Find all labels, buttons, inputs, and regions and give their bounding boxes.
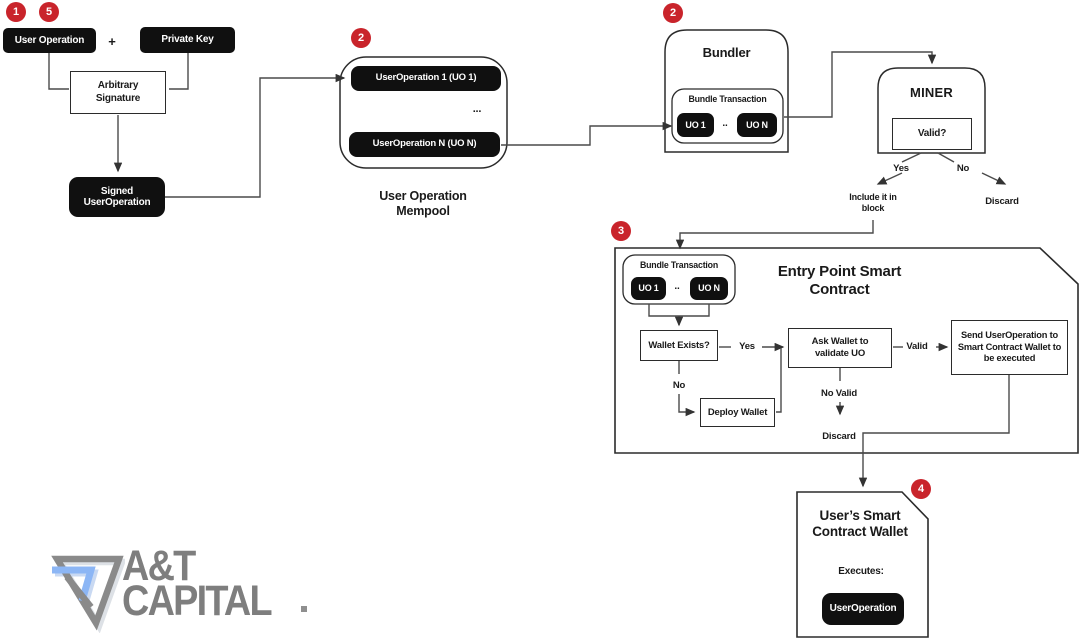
wallet-title: User’s Smart Contract Wallet — [803, 504, 917, 544]
logo-line1: A&T — [122, 542, 196, 590]
ask-wallet-text: Ask Wallet to validate UO — [811, 336, 869, 359]
entry-uoN-box: UO N — [690, 277, 728, 300]
step-badge-3: 3 — [611, 221, 631, 241]
bundler-bundle-label: Bundle Transaction — [688, 93, 767, 104]
arrow-signed-to-mempool — [165, 73, 346, 198]
entry-yes-label: Yes — [739, 340, 755, 352]
arrow-include-to-entry — [675, 220, 874, 250]
wallet-executes-label: Executes: — [838, 565, 884, 577]
wallet-exists-box: Wallet Exists? — [640, 330, 718, 361]
arrow-bundler-to-miner — [784, 51, 937, 118]
bundler-uoN-box: UO N — [737, 113, 777, 137]
edge-privatekey-to-signature — [169, 53, 189, 90]
bundler-title: Bundler — [702, 44, 751, 60]
send-userop-box: Send UserOperation to Smart Contract Wal… — [951, 320, 1068, 375]
ask-wallet-box: Ask Wallet to validate UO — [788, 328, 892, 368]
entry-no-label: No — [672, 379, 686, 391]
wallet-title-text: User’s Smart Contract Wallet — [812, 507, 908, 539]
mempool-dots: ... — [472, 103, 482, 116]
user-operation-box: User Operation — [3, 28, 96, 53]
entry-uo1-box: UO 1 — [631, 277, 666, 300]
arbitrary-signature-box: Arbitrary Signature — [70, 71, 166, 114]
include-in-block-label: Include it in block — [842, 188, 904, 218]
arrow-send-to-wallet — [858, 375, 1010, 488]
entry-discard-label: Discard — [822, 430, 856, 442]
arrow-yes-include — [876, 172, 903, 185]
entry-dots: .. — [674, 281, 680, 292]
step-badge-2-mempool: 2 — [351, 28, 371, 48]
mempool-label-text: User Operation Mempool — [379, 189, 467, 218]
split-left — [901, 152, 922, 163]
entry-point-title: Entry Point Smart Contract — [777, 263, 902, 298]
split-right — [937, 152, 955, 163]
step-badge-5: 5 — [39, 2, 59, 22]
edge-deploy-join — [776, 348, 782, 413]
signed-userop-box: Signed UserOperation — [69, 177, 165, 217]
step-badge-2-bundler: 2 — [663, 3, 683, 23]
arrow-mempool-to-bundler — [501, 121, 673, 146]
miner-yes-label: Yes — [893, 162, 909, 174]
step-badge-1: 1 — [6, 2, 26, 22]
mempool-uo1-box: UserOperation 1 (UO 1) — [351, 66, 501, 91]
miner-valid-box: Valid? — [892, 118, 972, 150]
deploy-wallet-box: Deploy Wallet — [700, 398, 775, 427]
arrow-no-to-deploy — [678, 394, 696, 417]
entry-valid-label: Valid — [906, 340, 928, 352]
signed-userop-label: Signed UserOperation — [83, 185, 151, 209]
mempool-label: User Operation Mempool — [368, 184, 478, 224]
miner-discard-label: Discard — [985, 195, 1019, 207]
logo-wordmark: A&T CAPITAL — [122, 542, 273, 626]
miner-no-label: No — [956, 162, 970, 174]
arrow-no-discard — [981, 172, 1007, 185]
no-valid-label: No Valid — [821, 387, 857, 399]
miner-title: MINER — [910, 85, 953, 101]
triangle-logo-icon — [51, 555, 125, 633]
plus-sign: + — [108, 34, 116, 50]
mempool-uoN-box: UserOperation N (UO N) — [349, 132, 500, 157]
bundler-uo1-box: UO 1 — [677, 113, 714, 137]
step-badge-4: 4 — [911, 479, 931, 499]
bundler-dots: .. — [722, 118, 728, 129]
wallet-userop-box: UserOperation — [822, 593, 904, 625]
arbitrary-signature-label: Arbitrary Signature — [95, 80, 141, 104]
send-userop-text: Send UserOperation to Smart Contract Wal… — [957, 330, 1062, 364]
logo-line2: CAPITAL — [122, 577, 273, 626]
logo-dot — [301, 606, 307, 612]
edge-userop-to-signature — [48, 53, 69, 90]
include-in-block-text: Include it in block — [849, 192, 897, 213]
private-key-box: Private Key — [140, 27, 235, 53]
entry-bundle-label: Bundle Transaction — [639, 259, 719, 270]
